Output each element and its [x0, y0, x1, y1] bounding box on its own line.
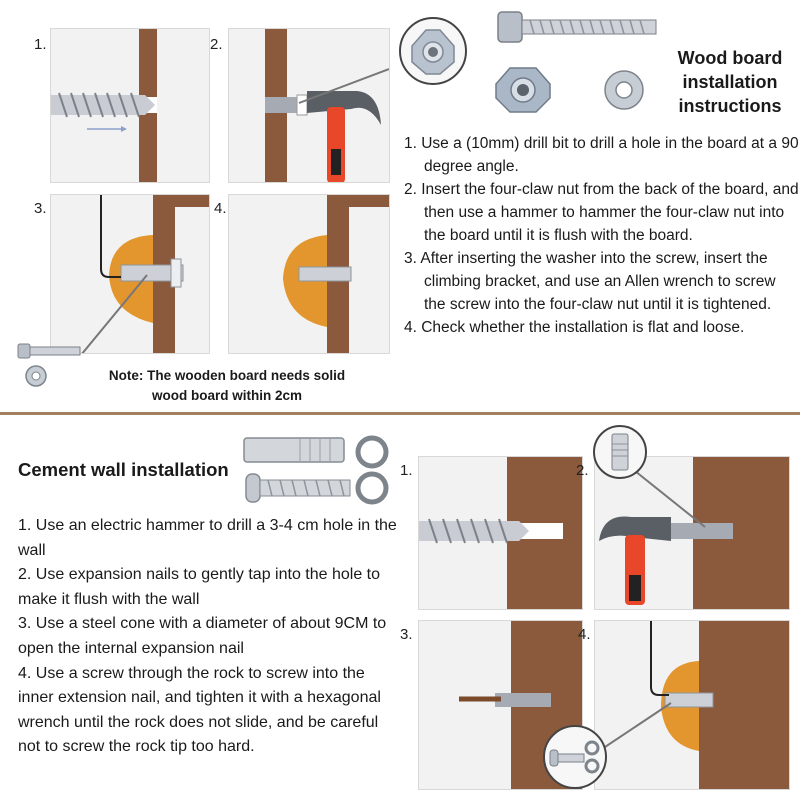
claw-nut-icon: [490, 62, 556, 116]
cement-panel-hammer: [594, 456, 790, 610]
wood-step-4: 4. Check whether the installation is fla…: [404, 319, 745, 336]
claw-nut-icon: [411, 29, 455, 75]
hammer-icon: [599, 516, 671, 605]
drill-bit-icon: [419, 518, 529, 544]
cement-step-number-1: 1.: [400, 462, 413, 479]
cement-step-3: 3. Use a steel cone with a diameter of a…: [18, 615, 387, 657]
wood-title-line-3: instructions: [678, 96, 782, 116]
wood-panel-finished: [228, 194, 390, 354]
anchor-callout: [592, 424, 648, 480]
wood-panel-bracket: [50, 194, 210, 354]
allen-wrench-icon: [100, 195, 121, 278]
cement-step-number-2: 2.: [576, 462, 589, 479]
claw-nut-callout: [398, 16, 468, 86]
wood-section-title: Wood board installation instructions: [660, 46, 800, 118]
wood-note-line-1: Note: The wooden board needs solid: [108, 368, 346, 383]
section-divider: [0, 412, 800, 415]
wood-note-line-2: wood board within 2cm: [151, 388, 302, 403]
wood-note: Note: The wooden board needs solid wood …: [82, 366, 372, 406]
wood-panel-hammer: [228, 28, 390, 183]
wood-title-line-1: Wood board: [677, 48, 783, 68]
bolt-washer-callout: [12, 330, 82, 390]
cement-steps-list: 1. Use an electric hammer to drill a 3-4…: [18, 514, 398, 760]
wood-step-2: 2. Insert the four-claw nut from the bac…: [404, 181, 799, 244]
expansion-anchor-icon: [240, 430, 390, 510]
bolt: [120, 264, 184, 282]
direction-arrow-icon: [87, 126, 127, 132]
allen-wrench-icon: [650, 621, 669, 696]
cement-section-title: Cement wall installation: [18, 459, 229, 480]
cement-wall: [699, 621, 789, 789]
wood-step-number-2: 2.: [210, 36, 223, 53]
cement-step-4: 4. Use a screw through the rock to screw…: [18, 664, 381, 756]
expansion-nail: [495, 693, 551, 707]
wood-step-1: 1. Use a (10mm) drill bit to drill a hol…: [404, 135, 799, 175]
expansion-nail: [669, 523, 733, 539]
cement-step-1: 1. Use an electric hammer to drill a 3-4…: [18, 517, 397, 559]
cement-step-number-3: 3.: [400, 626, 413, 643]
wood-step-3: 3. After inserting the washer into the s…: [404, 250, 776, 313]
wood-steps-list: 1. Use a (10mm) drill bit to drill a hol…: [404, 132, 800, 339]
hammer-icon: [307, 91, 381, 182]
cement-panel-finished: [594, 620, 790, 790]
wood-panel-drill: [50, 28, 210, 183]
cement-step-2: 2. Use expansion nails to gently tap int…: [18, 566, 381, 608]
wood-step-number-4: 4.: [214, 200, 227, 217]
claw-nut: [265, 97, 301, 113]
wood-step-number-1: 1.: [34, 36, 47, 53]
bolt-icon: [496, 8, 658, 48]
bolt-washer-callout: [542, 724, 608, 790]
cement-panel-drill: [418, 456, 583, 610]
cement-step-number-4: 4.: [578, 626, 591, 643]
wood-step-number-3: 3.: [34, 200, 47, 217]
drill-bit-icon: [51, 92, 155, 118]
wood-title-line-2: installation: [682, 72, 778, 92]
washer-icon: [602, 68, 646, 112]
